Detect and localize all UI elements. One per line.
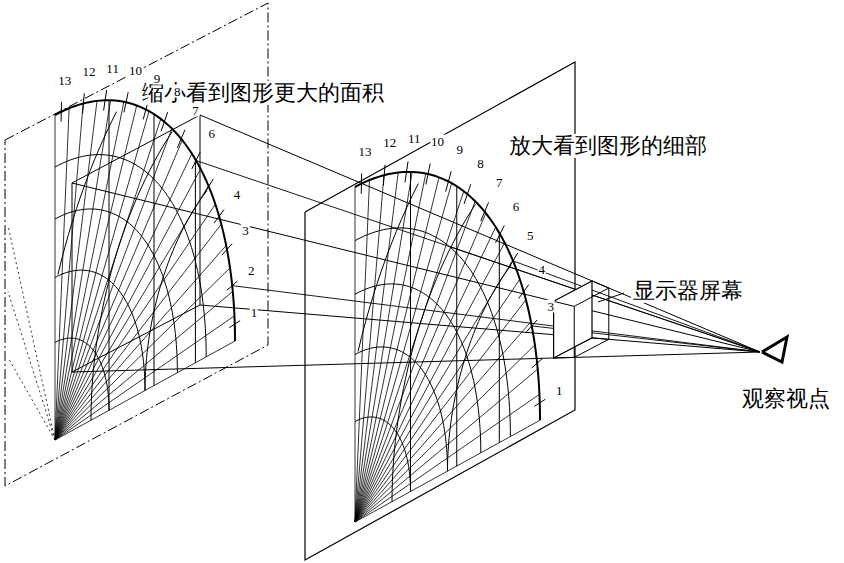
radial-line (55, 224, 221, 440)
monitor-edge (554, 301, 575, 306)
tick-mark (177, 130, 185, 148)
grid-curve (91, 132, 172, 421)
point-number: 12 (81, 65, 96, 78)
point-number: 13 (358, 145, 373, 158)
tick-mark (426, 164, 430, 185)
grid-arc (355, 172, 540, 420)
tick-mark (383, 165, 385, 186)
radial-line (355, 300, 526, 522)
monitor-screen (554, 281, 592, 358)
grid-arc (55, 155, 206, 357)
point-number: 8 (173, 85, 182, 98)
tick-mark (83, 93, 85, 113)
point-number: 1 (555, 384, 564, 397)
point-number: 13 (57, 74, 72, 87)
radial-line (55, 268, 230, 440)
point-number: 9 (456, 142, 465, 155)
view-window (72, 115, 200, 372)
grid-line (109, 100, 110, 410)
grid-arc (55, 270, 145, 390)
point-number: 11 (407, 132, 422, 145)
point-number: 11 (105, 61, 120, 74)
eye-symbol (762, 337, 787, 362)
sight-line (449, 247, 760, 352)
grid-line (195, 159, 196, 362)
tick-mark (532, 358, 543, 368)
point-number: 4 (538, 262, 547, 275)
point-number: 6 (512, 200, 521, 213)
grid-curve (392, 204, 475, 501)
grid-line (410, 172, 411, 492)
point-number: 2 (247, 263, 256, 276)
radial-line (355, 322, 531, 522)
tick-mark (61, 102, 62, 122)
point-number: 7 (191, 103, 200, 116)
grid-arc (55, 100, 235, 341)
point-number: 9 (153, 71, 162, 84)
point-number: 1 (250, 305, 259, 318)
point-number: 7 (495, 175, 504, 188)
sight-line (200, 115, 760, 352)
tick-mark (481, 202, 489, 221)
monitor-screen (574, 288, 609, 357)
tick-mark (464, 184, 471, 204)
tick-mark (222, 244, 232, 255)
sight-line (72, 183, 760, 352)
point-number: 4 (233, 188, 242, 201)
grid-arc (355, 347, 448, 471)
grid-arc (355, 417, 411, 492)
tick-mark (405, 161, 408, 182)
point-number: 12 (382, 135, 397, 148)
dotted-line (8, 358, 55, 441)
sight-line (513, 261, 760, 352)
tick-mark (519, 285, 529, 299)
leader-line (598, 293, 624, 302)
grid-curve (145, 191, 207, 391)
tick-mark (104, 90, 107, 110)
grid-curve (448, 265, 512, 471)
radial-line (55, 119, 161, 440)
callout-label: 观察视点 (740, 387, 832, 411)
far-plane (5, 3, 268, 486)
tick-mark (124, 92, 128, 112)
heading: 放大看到图形的细部 (507, 134, 709, 158)
tick-mark (204, 179, 213, 194)
sight-line (196, 160, 760, 352)
monitor-edge (592, 338, 609, 339)
point-number: 10 (128, 63, 143, 76)
grid-line (154, 114, 155, 385)
monitor-edge (592, 281, 609, 288)
sight-line (72, 352, 760, 372)
radial-line (355, 213, 486, 522)
point-number: 3 (241, 224, 250, 237)
sight-line (200, 305, 760, 352)
tick-mark (214, 210, 224, 223)
callout-label: 显示器屏幕 (631, 279, 745, 303)
tick-mark (229, 321, 240, 328)
tick-mark (161, 112, 168, 131)
point-number: 8 (476, 156, 485, 169)
point-number: 5 (526, 229, 535, 242)
point-number: 10 (430, 134, 445, 147)
dotted-line (8, 292, 55, 441)
radial-line (355, 191, 464, 522)
point-number: 6 (207, 127, 216, 140)
point-number: 3 (546, 300, 555, 313)
radial-line (55, 140, 182, 440)
grid-arc (55, 338, 109, 410)
tick-mark (534, 399, 545, 406)
radial-line (355, 260, 513, 522)
grid-curve (358, 184, 418, 352)
dotted-line (8, 226, 55, 441)
tick-mark (227, 281, 238, 290)
tick-mark (446, 171, 452, 191)
grid-curve (58, 112, 117, 275)
monitor-edge (554, 357, 575, 359)
radial-line (355, 345, 535, 522)
grid-line (499, 233, 500, 443)
radial-line (55, 245, 226, 440)
